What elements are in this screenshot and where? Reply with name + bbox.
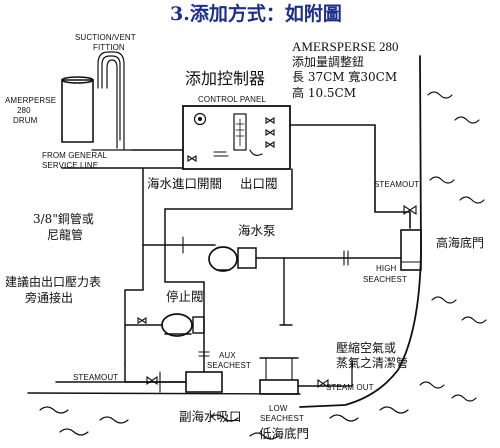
low-seachest-en-1: LOW xyxy=(269,404,288,413)
steamout-left-label: STEAMOUT xyxy=(73,373,119,382)
low-seachest-box xyxy=(259,379,299,395)
stop-valve-pump xyxy=(161,313,205,337)
seawater-pump-label: 海水泵 xyxy=(238,223,276,238)
spec-line-1: 添加量調整鈕 xyxy=(292,55,365,69)
suction-vent-label-2: FITTION xyxy=(93,43,125,52)
steamout-valve-left xyxy=(146,375,158,386)
pipe-type-line-2: 尼龍管 xyxy=(47,228,84,242)
steamout-top-label: STEAMOUT xyxy=(374,180,420,189)
suction-vent-pipes xyxy=(91,51,133,151)
inlet-switch-label: 海水進口開關 xyxy=(147,176,223,191)
hull-outline xyxy=(299,55,422,408)
stop-valve-label: 停止閥 xyxy=(166,289,204,304)
low-seachest-cn: 低海底門 xyxy=(259,426,310,441)
outlet-valve-label: 出口閥 xyxy=(240,176,278,191)
high-seachest-en-2: SEACHEST xyxy=(363,275,407,284)
suction-vent-label-1: SUCTION/VENT xyxy=(75,33,136,42)
compressed-air-line-1: 壓縮空氣或 xyxy=(336,341,397,355)
panel-valves xyxy=(187,117,275,162)
drum xyxy=(61,76,94,143)
water-waves xyxy=(39,91,487,440)
compressed-air-line-2: 蒸氣之清潔管 xyxy=(336,356,409,370)
advice-line-2: 旁通接出 xyxy=(25,291,74,305)
drum-label-2: 280 xyxy=(17,106,31,115)
general-service-label-1: FROM GENERAL xyxy=(42,151,108,160)
aux-sea-intake-cn: 副海水吸口 xyxy=(179,409,242,424)
bottom-plating xyxy=(27,392,301,395)
pipe-type-line-1: 3/8"銅管或 xyxy=(33,212,94,226)
steam-out-valve-right xyxy=(317,378,329,389)
drum-label-3: DRUM xyxy=(13,116,38,125)
spec-line-2: 長 37CM 寬30CM xyxy=(292,70,398,84)
steam-out-right-label: STEAM OUT xyxy=(326,383,374,392)
steamout-valve-top xyxy=(403,204,417,216)
control-panel-en: CONTROL PANEL xyxy=(198,95,266,104)
seawater-pump xyxy=(208,246,257,272)
product-name: AMERSPERSE 280 xyxy=(292,39,399,54)
general-service-label-2: SERVICE LINE xyxy=(42,161,99,170)
aux-intake-box xyxy=(185,371,223,393)
diagram-title: 3.添加方式：如附圖 xyxy=(170,3,342,25)
aux-seachest-label-1: AUX xyxy=(219,351,236,360)
aux-seachest-label-2: SEACHEST xyxy=(207,361,251,370)
high-seachest-cn: 高海底門 xyxy=(436,236,485,250)
advice-line-1: 建議由出口壓力表 xyxy=(5,275,102,289)
low-seachest-en-2: SEACHEST xyxy=(260,414,304,423)
high-seachest-box xyxy=(400,229,422,271)
spec-line-3: 高 10.5CM xyxy=(292,86,357,100)
high-seachest-en-1: HIGH xyxy=(376,264,397,273)
control-panel-cn: 添加控制器 xyxy=(185,69,266,88)
control-panel-box xyxy=(182,105,291,170)
drum-label-1: AMERPERSE xyxy=(5,96,57,105)
